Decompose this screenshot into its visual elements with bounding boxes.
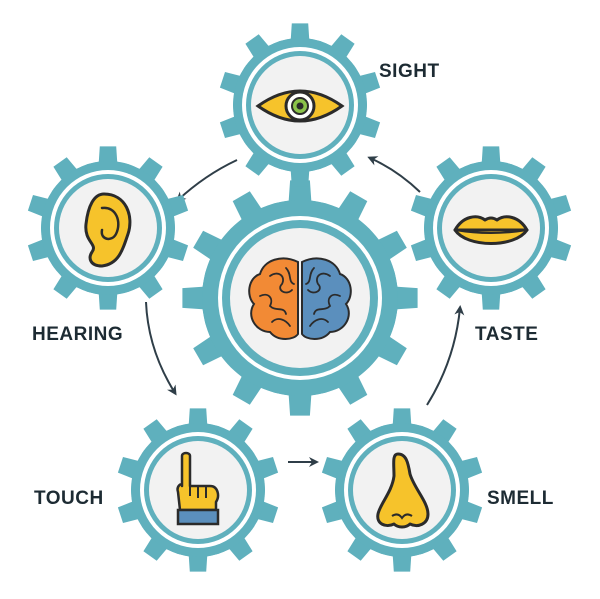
pointing-hand-icon <box>176 451 220 526</box>
ear-icon <box>84 192 132 268</box>
label-smell: SMELL <box>487 488 554 509</box>
nose-icon <box>376 452 430 529</box>
label-taste: TASTE <box>475 324 539 345</box>
gear-smell <box>321 408 483 572</box>
gear-touch <box>117 408 279 572</box>
lips-icon <box>453 215 529 245</box>
label-hearing: HEARING <box>32 324 124 345</box>
gear-taste <box>410 146 572 310</box>
arrow-sight-to-hearing <box>175 159 238 203</box>
eye-icon <box>255 89 345 123</box>
arrow-hearing-to-touch <box>145 301 177 396</box>
gear-hearing <box>27 146 189 310</box>
gear-sight <box>219 23 381 187</box>
gear-face <box>230 228 370 368</box>
label-sight: SIGHT <box>379 61 440 82</box>
arrow-smell-to-taste <box>426 305 465 406</box>
arrow-taste-to-sight <box>367 156 421 193</box>
brain-icon <box>248 257 352 340</box>
gear-center <box>182 180 418 416</box>
label-touch: TOUCH <box>34 488 104 509</box>
